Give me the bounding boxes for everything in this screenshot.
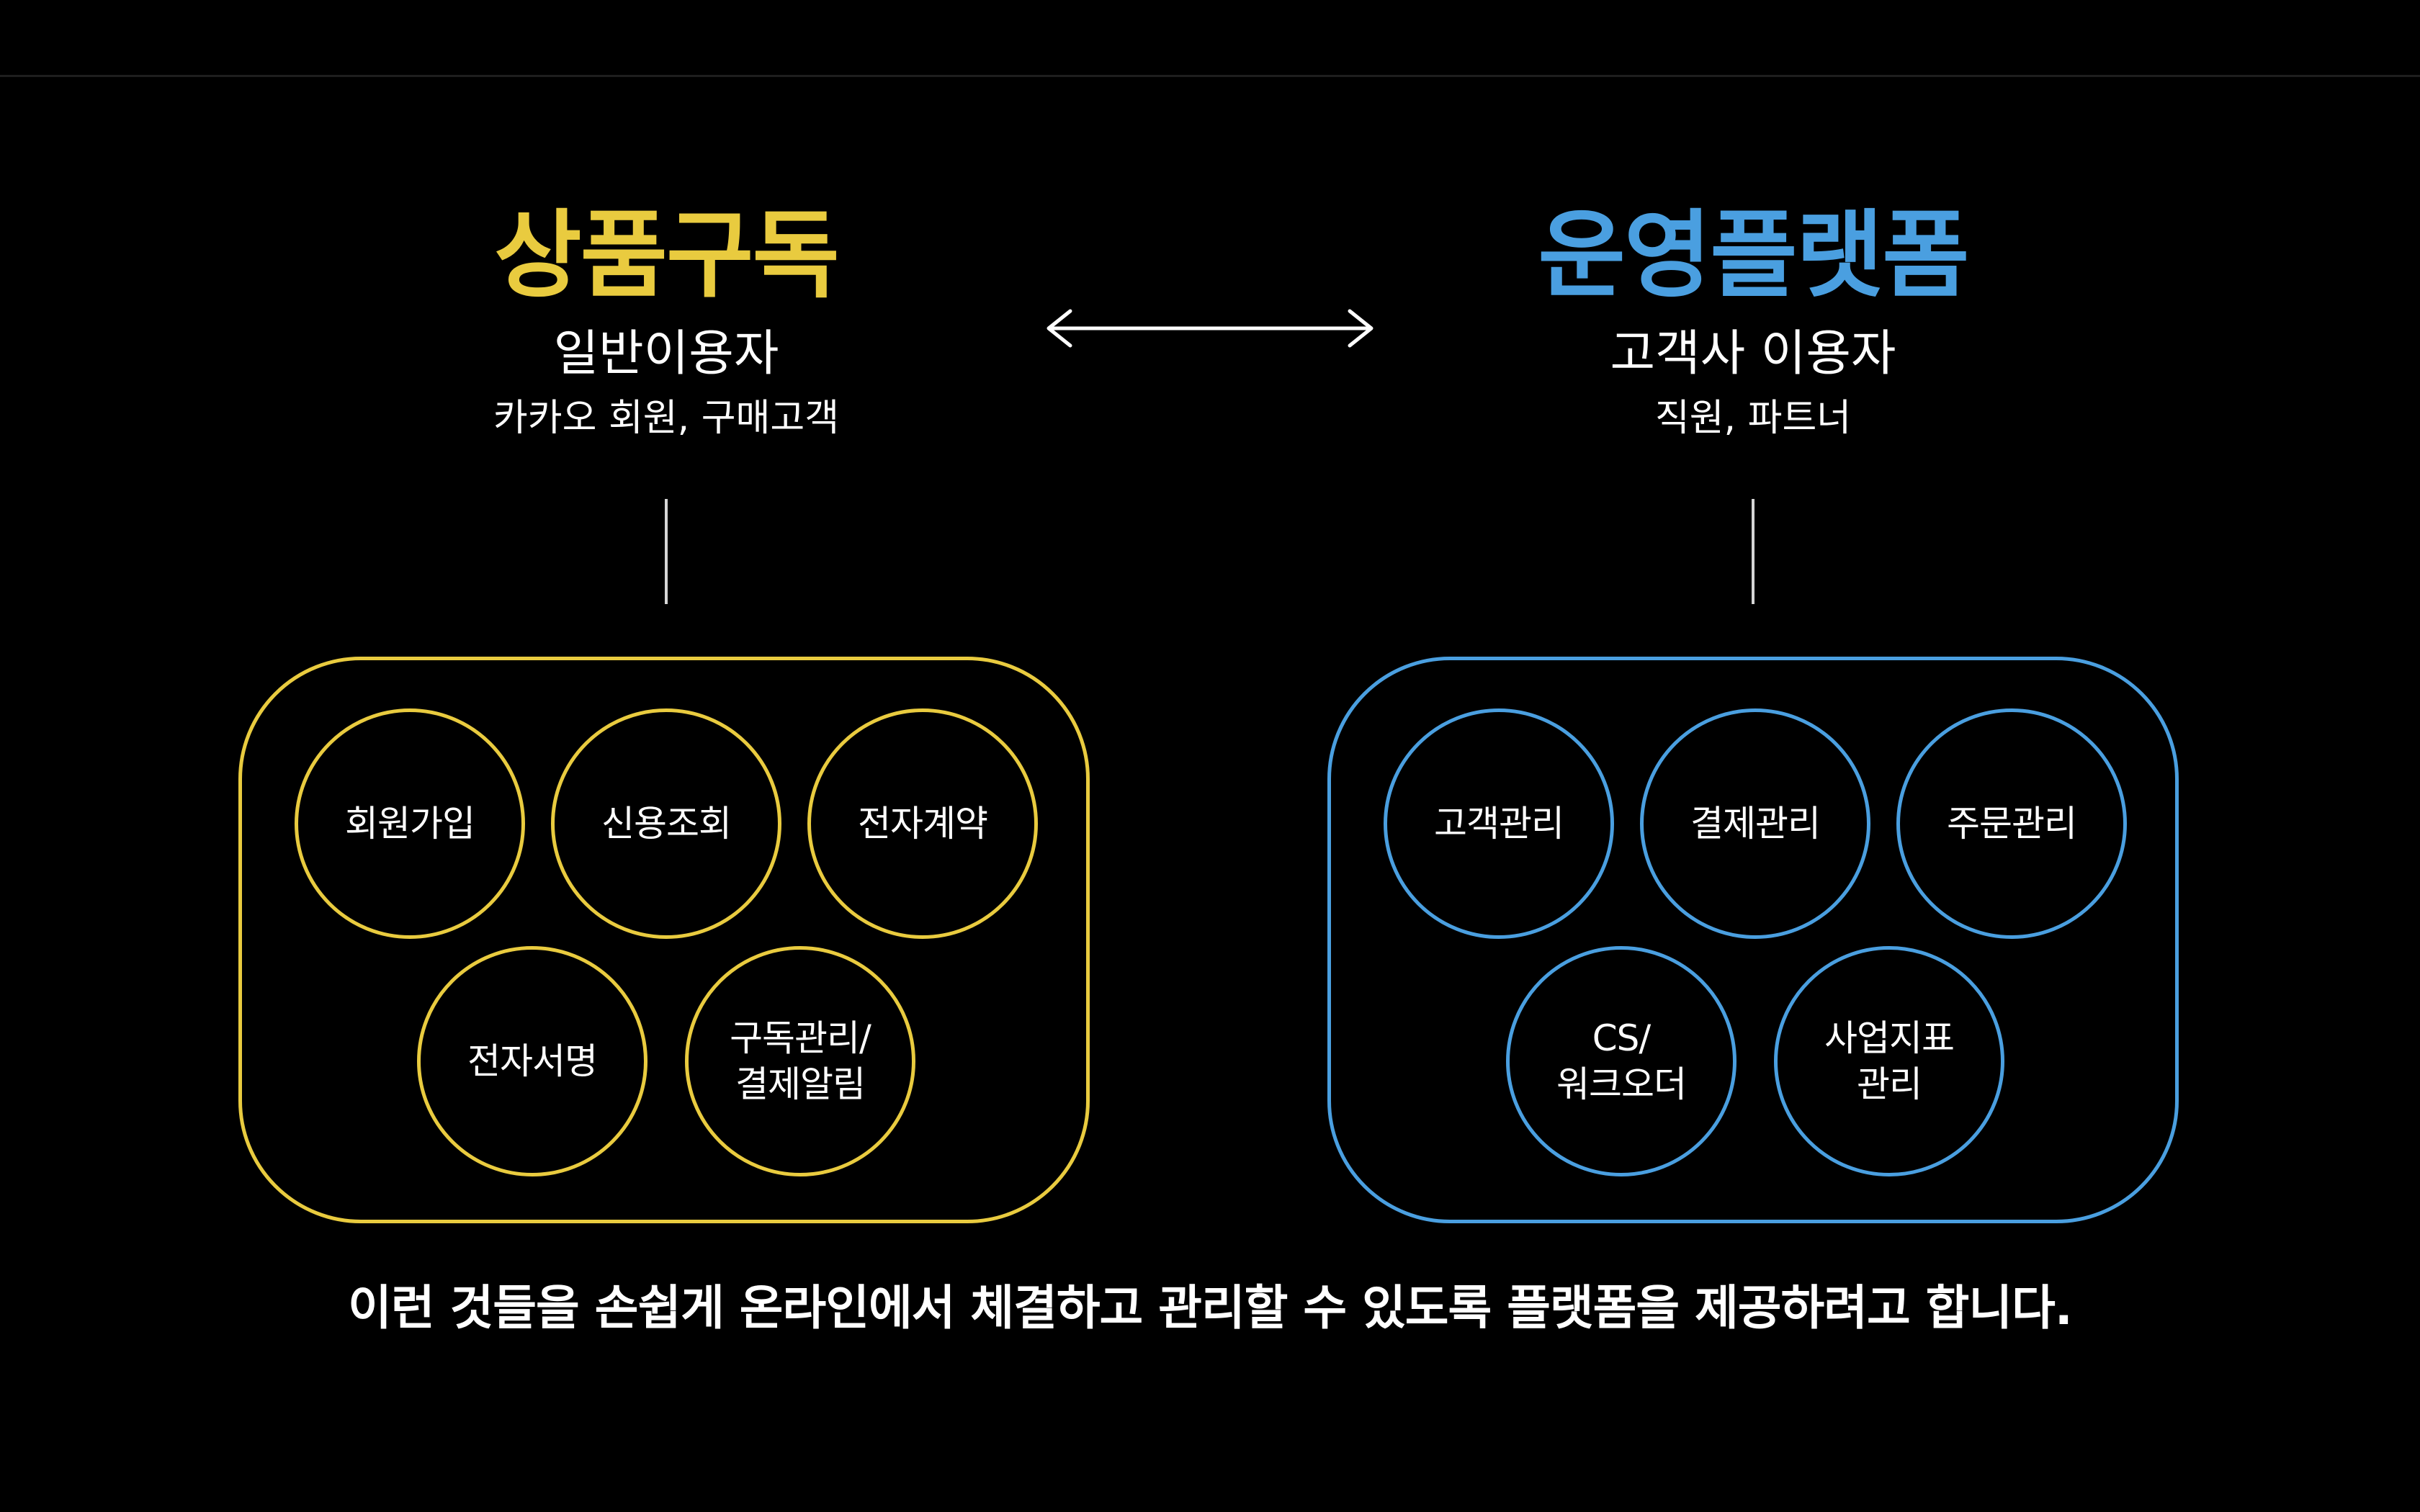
feature-circle: 전자서명: [417, 946, 647, 1176]
feature-circle: CS/ 워크오더: [1506, 946, 1736, 1176]
left-connector-line: [665, 499, 668, 604]
right-title: 운영플랫폼: [1538, 200, 1969, 311]
left-description: 카카오 회원, 구매고객: [493, 397, 840, 440]
feature-label: 신용조회: [601, 803, 732, 845]
feature-circle: 전자계약: [807, 708, 1038, 939]
left-subtitle: 일반이용자: [553, 325, 779, 382]
feature-label: 전자계약: [858, 803, 988, 845]
feature-label: 주문관리: [1947, 803, 2077, 845]
double-headed-arrow-icon: [1047, 309, 1373, 348]
feature-label: 고객관리: [1434, 803, 1564, 845]
feature-label: 결제관리: [1690, 803, 1821, 845]
left-title: 상품구독: [494, 200, 840, 311]
feature-label: 회원가입: [345, 803, 475, 845]
right-header: 운영플랫폼 고객사 이용자 직원, 파트너: [1393, 202, 2113, 441]
feature-label: 구독관리/ 결제알림: [730, 1017, 871, 1105]
right-feature-group: 고객관리 결제관리 주문관리 CS/ 워크오더 사업지표 관리: [1327, 657, 2179, 1223]
top-divider: [0, 75, 2420, 77]
left-header: 상품구독 일반이용자 카카오 회원, 구매고객: [306, 202, 1026, 441]
feature-label: 사업지표 관리: [1824, 1017, 1955, 1105]
feature-circle: 구독관리/ 결제알림: [685, 946, 915, 1176]
feature-circle: 신용조회: [551, 708, 781, 939]
feature-circle: 고객관리: [1384, 708, 1614, 939]
right-description: 직원, 파트너: [1654, 397, 1852, 440]
right-subtitle: 고객사 이용자: [1610, 325, 1896, 382]
footer-caption: 이런 것들을 손쉽게 온라인에서 체결하고 관리할 수 있도록 플랫폼을 제공하…: [348, 1280, 2073, 1336]
feature-circle: 회원가입: [295, 708, 525, 939]
left-feature-group: 회원가입 신용조회 전자계약 전자서명 구독관리/ 결제알림: [238, 657, 1090, 1223]
feature-label: CS/ 워크오더: [1556, 1017, 1687, 1105]
feature-circle: 사업지표 관리: [1774, 946, 2004, 1176]
feature-label: 전자서명: [467, 1040, 598, 1082]
feature-circle: 결제관리: [1640, 708, 1870, 939]
feature-circle: 주문관리: [1896, 708, 2127, 939]
right-connector-line: [1752, 499, 1754, 604]
